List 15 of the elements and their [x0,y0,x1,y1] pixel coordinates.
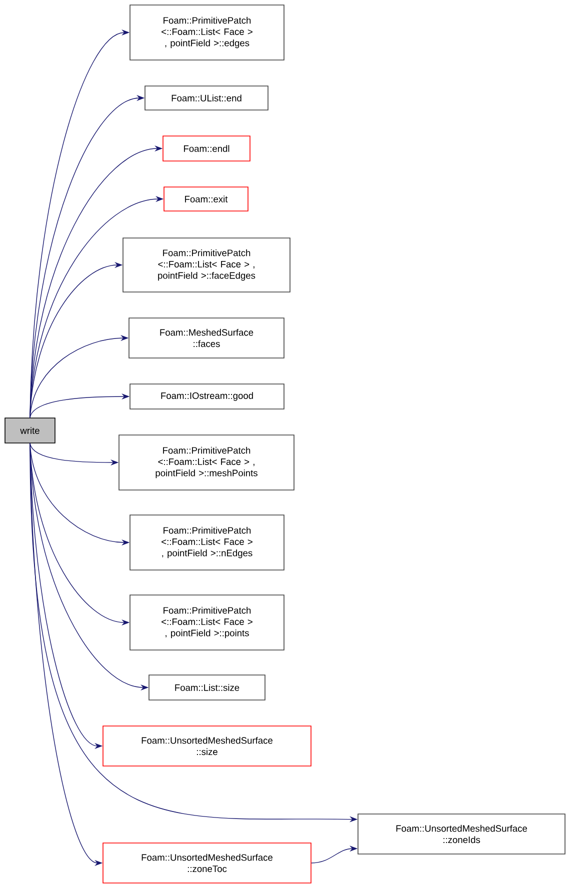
function-box: Foam::exit [164,186,248,212]
function-box: Foam::PrimitivePatch <::Foam::List< Face > , pointField >::nEdges [130,514,284,570]
function-box: Foam::PrimitivePatch <::Foam::List< Face > , pointField >::edges [130,4,284,60]
function-box: Foam::endl [162,136,250,162]
function-box: Foam::UnsortedMeshedSurface ::size [102,726,312,766]
function-box: Foam::UList::end [144,86,268,110]
function-box: Foam::PrimitivePatch <::Foam::List< Face > , pointField >::meshPoints [118,434,294,490]
function-box: Foam::MeshedSurface ::faces [128,318,284,358]
function-box: Foam::PrimitivePatch <::Foam::List< Face > , pointField >::points [130,594,284,650]
function-box: Foam::UnsortedMeshedSurface ::zoneIds [358,814,566,854]
function-box: Foam::PrimitivePatch <::Foam::List< Face > , pointField >::faceEdges [122,238,290,292]
function-box: Foam::IOstream::good [130,384,284,410]
function-box: write [4,418,56,444]
function-box: Foam::List::size [148,674,266,700]
function-box: Foam::UnsortedMeshedSurface ::zoneToc [102,842,312,884]
